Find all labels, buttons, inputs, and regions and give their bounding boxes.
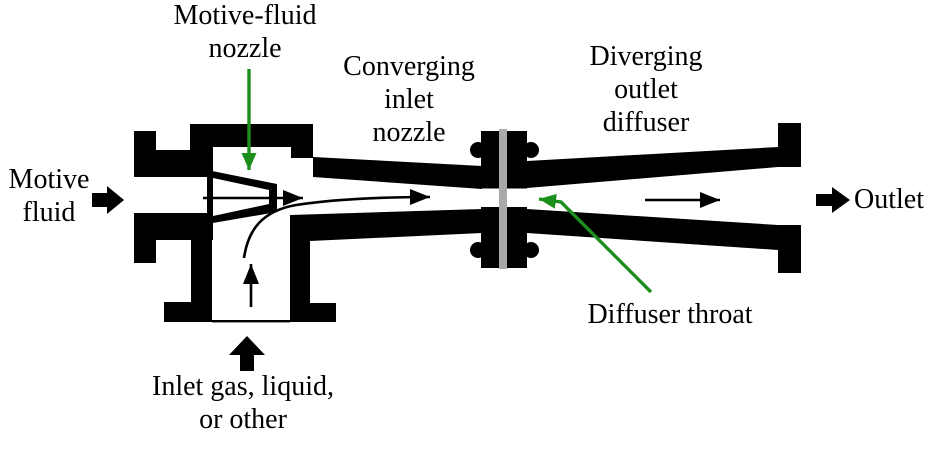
annotation-pointers [241,69,653,294]
suction-duct-opening-line [212,320,290,323]
label-motive-fluid: Motive fluid [8,164,90,228]
throat-flange-right-upper [507,131,527,189]
throat-gasket [499,129,507,269]
converging-bottom-wall [290,209,482,241]
diverging-bottom-wall [527,209,778,250]
throat-flange-left-upper [481,131,499,189]
upper-body-wall [156,124,482,189]
suction-flow-curve-arrow [242,189,431,259]
throat-flange-right-lower [507,207,527,268]
label-outlet: Outlet [854,184,924,215]
diverging-top-wall [527,147,778,188]
flange-bolt-icon [523,142,539,158]
throat-pointer-arrow [538,193,653,294]
motive-inlet-arrow-icon [92,186,124,214]
inlet-flange-upper [134,131,156,177]
throat-flange-left-lower [481,207,499,268]
motive-nozzle [207,170,277,224]
flange-bolt-icon [470,142,486,158]
suction-inlet-arrow-icon [229,336,265,371]
ejector-body [134,123,801,323]
suction-duct-left-flange-foot [164,302,191,322]
outlet-arrow-icon [816,187,850,213]
label-converging-inlet-nozzle: Converging inlet nozzle [343,51,475,148]
lower-body-wall [156,213,213,240]
flow-arrows [203,189,720,307]
label-inlet-gas-liquid: Inlet gas, liquid, or other [152,371,334,435]
label-diffuser-throat: Diffuser throat [587,299,753,330]
suction-duct-left-wall [191,240,212,322]
suction-duct-right-wall [290,215,310,322]
port-arrows [92,186,850,371]
suction-duct-right-flange-foot [310,303,336,322]
flange-bolt-icon [523,242,539,258]
label-motive-fluid-nozzle: Motive-fluid nozzle [173,0,317,64]
outlet-flange-upper [778,123,801,167]
label-diverging-outlet-diffuser: Diverging outlet diffuser [589,41,703,138]
inlet-flange-lower [134,213,156,263]
outlet-flange-lower [778,225,801,273]
flange-bolt-icon [470,242,486,258]
